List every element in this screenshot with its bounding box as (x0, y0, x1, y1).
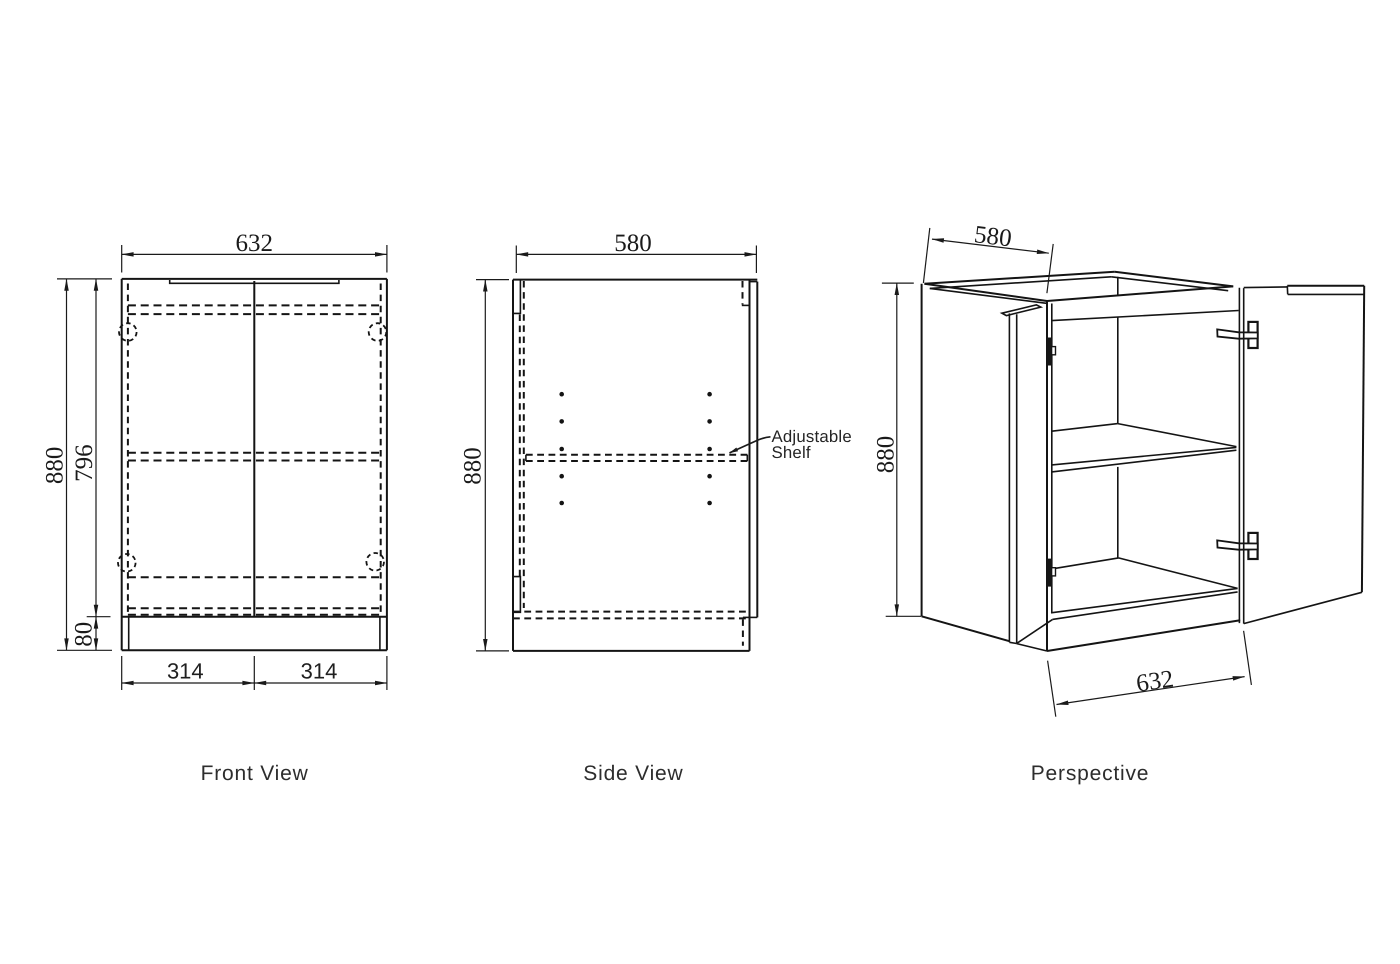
svg-text:796: 796 (71, 444, 98, 482)
svg-text:632: 632 (236, 230, 274, 257)
svg-text:Front View: Front View (201, 762, 309, 785)
svg-text:80: 80 (71, 622, 98, 647)
svg-text:580: 580 (973, 221, 1013, 252)
svg-text:Adjustable: Adjustable (772, 427, 852, 446)
svg-text:Side View: Side View (583, 762, 683, 785)
svg-text:880: 880 (41, 447, 68, 485)
svg-text:880: 880 (873, 436, 900, 474)
svg-text:880: 880 (460, 447, 487, 485)
svg-text:580: 580 (614, 230, 652, 257)
svg-text:Shelf: Shelf (772, 443, 811, 462)
svg-text:314: 314 (167, 659, 204, 684)
svg-text:632: 632 (1134, 665, 1175, 697)
svg-text:Perspective: Perspective (1031, 762, 1150, 785)
svg-text:314: 314 (301, 659, 338, 684)
